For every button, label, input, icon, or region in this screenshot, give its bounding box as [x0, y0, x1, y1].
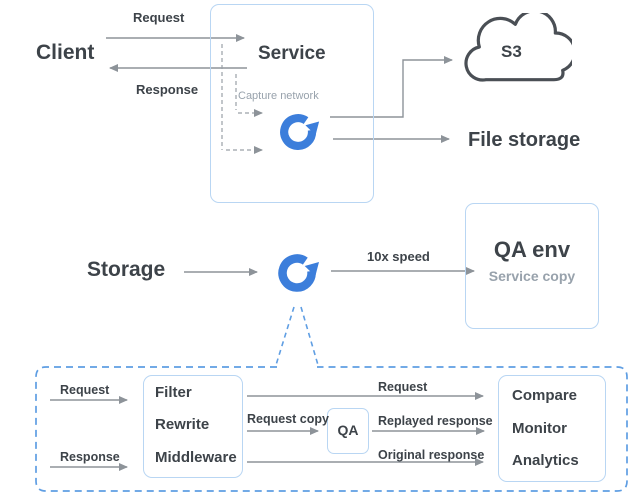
qa-env-label: QA env	[493, 237, 571, 262]
request-label-top: Request	[133, 10, 185, 25]
detail-dashed-box	[35, 366, 628, 492]
goreplay-replay-icon	[278, 254, 319, 292]
client-label: Client	[36, 41, 95, 64]
output-box	[498, 375, 606, 482]
s3-arrow	[330, 56, 453, 118]
s3-label: S3	[501, 42, 522, 61]
response-label-detail-in: Response	[60, 450, 120, 464]
s3-cloud-icon	[464, 13, 572, 82]
request-label-detail-in: Request	[60, 383, 110, 397]
request-copy-label: Request copy	[247, 412, 329, 426]
capture-network-label: Capture network	[238, 90, 319, 102]
processor-item-filter: Filter	[155, 384, 192, 401]
goreplay-capture-icon	[280, 114, 320, 150]
output-item-analytics: Analytics	[512, 452, 579, 469]
service-label: Service	[258, 43, 326, 64]
qa-box	[327, 408, 369, 454]
speed-label: 10x speed	[367, 249, 430, 264]
service-copy-label: Service copy	[488, 268, 576, 284]
replayed-response-label: Replayed response	[378, 414, 493, 428]
output-item-monitor: Monitor	[512, 420, 567, 437]
original-response-label: Original response	[378, 448, 485, 462]
qa-env-box	[465, 203, 599, 329]
service-box	[210, 4, 374, 203]
processor-item-rewrite: Rewrite	[155, 416, 210, 433]
output-item-compare: Compare	[512, 387, 578, 404]
processor-item-middleware: Middleware	[155, 449, 237, 466]
response-label-top: Response	[136, 82, 199, 97]
request-label-detail-out: Request	[378, 380, 428, 394]
file-storage-label: File storage	[468, 129, 581, 151]
capture-tap-lines	[221, 44, 263, 154]
processor-box	[143, 375, 243, 478]
qa-label: QA	[337, 422, 359, 438]
storage-label: Storage	[87, 258, 166, 281]
expansion-funnel-lines	[275, 306, 319, 366]
